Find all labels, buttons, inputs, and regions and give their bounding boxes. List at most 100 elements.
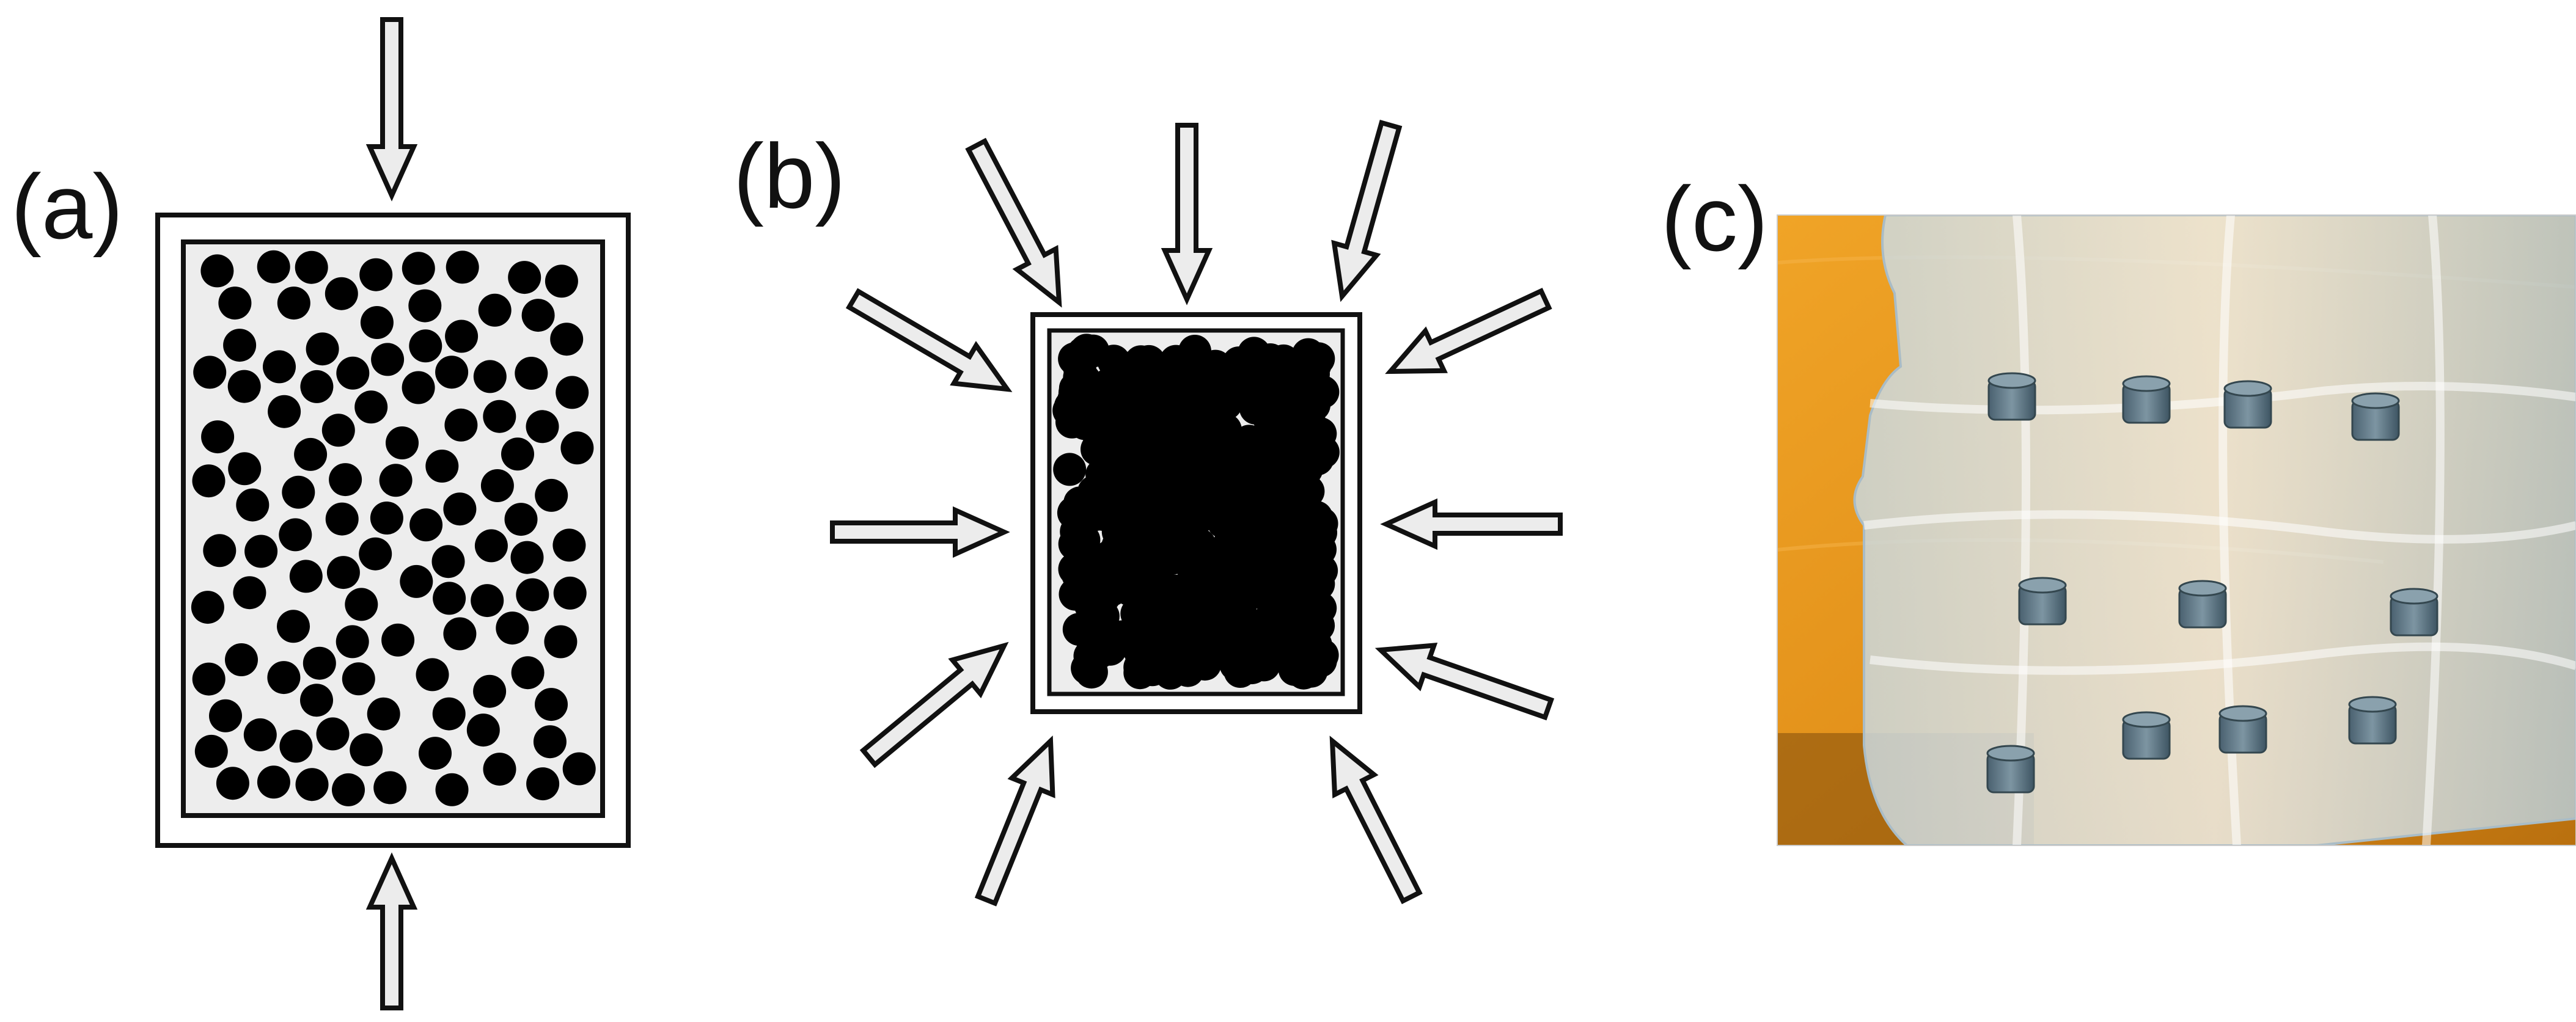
particle-icon (386, 426, 419, 459)
particle-icon (1265, 508, 1299, 541)
particle-icon (480, 469, 514, 502)
arrows-uniaxial (365, 17, 418, 1010)
particle-icon (263, 350, 296, 384)
particle-icon (1268, 397, 1302, 431)
particle-icon (1261, 550, 1294, 583)
cylinder-part-icon (2018, 577, 2067, 626)
particle-icon (321, 414, 355, 447)
particle-icon (435, 773, 469, 806)
particle-icon (370, 502, 403, 535)
particle-icon (1104, 470, 1137, 503)
particle-icon (1108, 501, 1142, 535)
particle-icon (1290, 453, 1323, 486)
particle-icon (535, 688, 568, 721)
particle-icon (444, 408, 478, 442)
particle-icon (1208, 413, 1242, 447)
particle-icon (236, 488, 270, 522)
particle-icon (336, 625, 369, 659)
particle-icon (1301, 639, 1335, 673)
particle-icon (300, 370, 334, 403)
particle-icon (342, 662, 375, 696)
arrows-isotropic (830, 119, 1563, 907)
particle-icon (1183, 644, 1216, 677)
cylinder-part-icon (2218, 705, 2267, 754)
particle-icon (471, 584, 504, 618)
loose-particles (191, 250, 596, 806)
particle-icon (473, 360, 507, 393)
cylinder-part-icon (2390, 588, 2438, 637)
particle-icon (562, 752, 596, 786)
bag-fold (1870, 642, 2576, 675)
particle-icon (306, 332, 339, 366)
particle-icon (1063, 360, 1096, 394)
particle-icon (560, 431, 594, 465)
particle-icon (203, 534, 237, 568)
particle-icon (435, 356, 469, 389)
particle-icon (419, 737, 452, 770)
particle-icon (295, 768, 329, 801)
particle-icon (1053, 453, 1087, 486)
particle-icon (425, 450, 459, 483)
particle-icon (192, 662, 226, 696)
bag-fold (2422, 215, 2445, 845)
particle-icon (289, 560, 323, 593)
cylinder-part-icon (2351, 392, 2400, 441)
particle-icon (1128, 523, 1161, 557)
particle-icon (1304, 533, 1337, 566)
particle-icon (228, 452, 262, 486)
particle-icon (257, 250, 290, 283)
particle-icon (381, 623, 415, 657)
particle-icon (201, 420, 235, 454)
particle-icon (1150, 358, 1184, 391)
particle-icon (336, 356, 370, 390)
particle-icon (1120, 366, 1153, 400)
particle-icon (225, 643, 258, 676)
particle-icon (478, 293, 512, 327)
vacuum-bag-icon (1853, 215, 2576, 845)
particle-icon (1197, 451, 1230, 484)
particle-icon (501, 437, 534, 471)
panel-a-uniaxial-compression (155, 17, 631, 1010)
particle-icon (359, 258, 393, 291)
cylinder-part-icon (2178, 580, 2227, 629)
particle-icon (483, 753, 516, 786)
particle-icon (483, 400, 516, 433)
cylinder-part-icon (2348, 696, 2397, 745)
particle-icon (433, 582, 466, 615)
particle-icon (508, 261, 541, 294)
particle-icon (1105, 433, 1139, 466)
particle-icon (371, 343, 405, 376)
particle-icon (1125, 578, 1159, 611)
particle-icon (350, 733, 383, 767)
photo-frame (1777, 214, 2576, 846)
panel-b-isotropic-compression (830, 119, 1563, 907)
particle-icon (1135, 459, 1169, 492)
particle-icon (345, 588, 378, 621)
particle-icon (1073, 486, 1106, 520)
particle-icon (200, 254, 234, 288)
particle-icon (316, 717, 350, 751)
particle-icon (496, 611, 529, 645)
arrow-icon (1385, 288, 1552, 374)
particle-icon (1297, 388, 1330, 422)
particle-icon (332, 773, 365, 806)
particle-icon (466, 714, 500, 747)
particle-icon (474, 529, 508, 563)
particle-icon (325, 277, 358, 310)
particle-icon (192, 464, 226, 498)
particle-icon (545, 265, 578, 298)
particle-icon (1236, 366, 1270, 400)
arrow-icon (1161, 123, 1213, 305)
particle-icon (1178, 504, 1212, 538)
bag-fold (2013, 215, 2030, 845)
particle-icon (1088, 579, 1121, 613)
particle-icon (510, 541, 544, 574)
particle-icon (227, 370, 261, 403)
particle-icon (277, 287, 310, 320)
particle-icon (282, 475, 315, 509)
particle-icon (1077, 553, 1110, 587)
particle-icon (1143, 611, 1177, 645)
particle-icon (1139, 412, 1173, 445)
panel-label-b: (b) (733, 125, 845, 227)
particle-icon (535, 478, 568, 512)
